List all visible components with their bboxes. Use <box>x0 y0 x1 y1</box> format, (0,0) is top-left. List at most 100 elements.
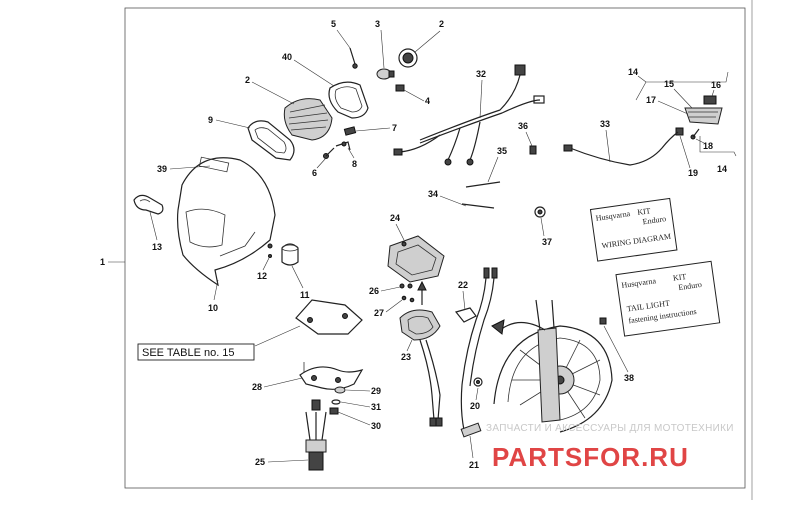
leader-18 <box>695 138 705 144</box>
diagram-frame <box>124 7 746 489</box>
leader-20 <box>475 387 479 401</box>
headlight-rubber-frame <box>247 120 295 161</box>
connector-harness-25 <box>305 411 327 471</box>
callout-29: 29 <box>371 386 381 396</box>
tail-light <box>684 95 723 125</box>
leader-5 <box>336 29 351 49</box>
callout-8: 8 <box>352 159 357 169</box>
callout-3: 3 <box>375 19 380 29</box>
clip-36 <box>529 145 537 155</box>
leader-2b <box>414 30 441 53</box>
leader-11 <box>291 265 304 289</box>
leader-13 <box>149 211 158 241</box>
callout-23: 23 <box>401 352 411 362</box>
callout-10: 10 <box>208 303 218 313</box>
callout-31: 31 <box>371 402 381 412</box>
headlight-unit <box>283 98 333 141</box>
cable-guide-38 <box>599 317 607 325</box>
screw-5 <box>349 47 358 69</box>
wheel-arrow <box>491 319 546 335</box>
callout-26: 26 <box>369 286 379 296</box>
callout-21: 21 <box>469 460 479 470</box>
leader-27 <box>385 299 403 313</box>
leader-3 <box>380 29 385 69</box>
watermark-brand: PARTSFOR.RU <box>492 442 689 472</box>
callout-11: 11 <box>300 290 310 300</box>
bracket-plate-28 <box>299 362 364 390</box>
screw-27 <box>401 295 415 303</box>
wiring-harness <box>393 64 545 166</box>
leader-12 <box>262 257 270 271</box>
speed-sensor-cable-21 <box>460 267 498 438</box>
leader-39 <box>169 165 211 170</box>
callout-6: 6 <box>312 168 317 178</box>
leader-25 <box>267 459 309 463</box>
leader-28 <box>263 377 303 388</box>
leader-22 <box>462 290 466 311</box>
leader-26 <box>380 286 401 292</box>
headlight-fairing <box>176 156 276 287</box>
cable-tie-34 <box>461 203 495 209</box>
callout-37: 37 <box>542 237 552 247</box>
leader-32 <box>479 79 483 119</box>
wiring-card-kit: KIT <box>637 206 652 217</box>
leader-34 <box>439 195 467 207</box>
leader-24 <box>395 223 405 241</box>
screw-12 <box>267 243 273 258</box>
leader-14a <box>637 75 647 83</box>
screw-6 <box>323 147 335 159</box>
connector-19 <box>675 127 684 136</box>
nut-30 <box>311 399 339 415</box>
callout-13: 13 <box>152 242 162 252</box>
callout-30: 30 <box>371 421 381 431</box>
leader-16 <box>711 89 715 97</box>
leader-23 <box>406 339 413 352</box>
callout-12: 12 <box>257 271 267 281</box>
leader-38 <box>603 325 629 373</box>
hose-clamp-13 <box>133 194 164 215</box>
leader-40 <box>293 59 335 87</box>
callout-7: 7 <box>392 123 397 133</box>
callout-5: 5 <box>331 19 336 29</box>
see-table-text: SEE TABLE no. 15 <box>142 347 235 359</box>
callout-32: 32 <box>476 69 486 79</box>
callout-15: 15 <box>664 79 674 89</box>
bracket-14-bottom <box>699 136 737 157</box>
screw-8 <box>335 141 351 151</box>
callout-38: 38 <box>624 373 634 383</box>
callout-4: 4 <box>425 96 430 106</box>
grommet-37 <box>534 206 546 218</box>
callout-16: 16 <box>711 80 721 90</box>
leader-8 <box>347 147 355 159</box>
leader-4 <box>403 89 425 102</box>
callout-19: 19 <box>688 168 698 178</box>
callout-33: 33 <box>600 119 610 129</box>
watermark-tagline: ЗАПЧАСТИ И АКСЕССУАРЫ ДЛЯ МОТОТЕХНИКИ <box>486 423 734 434</box>
callout-18: 18 <box>703 141 713 151</box>
bracket-14-top <box>635 71 729 101</box>
leader-10 <box>213 279 219 301</box>
clamp-11 <box>281 243 299 266</box>
callout-14b: 14 <box>717 164 727 174</box>
leader-19 <box>679 135 691 169</box>
leader-9 <box>215 119 251 129</box>
bulb-socket <box>398 48 418 68</box>
callout-36: 36 <box>518 121 528 131</box>
clip-7 <box>343 126 357 136</box>
leader-21 <box>469 435 474 459</box>
callout-39: 39 <box>157 164 167 174</box>
wiring-diagram-card: Husqvarna KIT Enduro WIRING DIAGRAM <box>589 197 678 262</box>
callout-14a: 14 <box>628 67 638 77</box>
callout-17: 17 <box>646 95 656 105</box>
leader-36 <box>525 131 533 147</box>
speedometer-23 <box>399 309 443 427</box>
leader-30 <box>337 411 371 426</box>
rubber-mount-29 <box>334 386 346 394</box>
callout-9: 9 <box>208 115 213 125</box>
wiring-card-kit-name: Enduro <box>642 214 667 226</box>
callout-25: 25 <box>255 457 265 467</box>
tail-light-cable <box>563 131 679 166</box>
screw-18 <box>690 128 700 140</box>
callout-20: 20 <box>470 401 480 411</box>
